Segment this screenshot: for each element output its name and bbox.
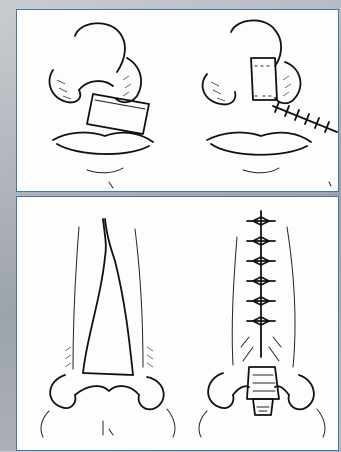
bottom-illustrations <box>17 197 340 452</box>
nose-right-sutured-figure <box>203 20 337 186</box>
bottom-illustration-panel <box>16 196 339 451</box>
top-illustration-panel <box>16 9 339 192</box>
top-illustrations <box>17 10 340 193</box>
sutured-donor-site-figure <box>199 211 325 437</box>
forehead-flap-figure <box>41 219 175 437</box>
nose-left-flap-figure <box>49 23 153 188</box>
